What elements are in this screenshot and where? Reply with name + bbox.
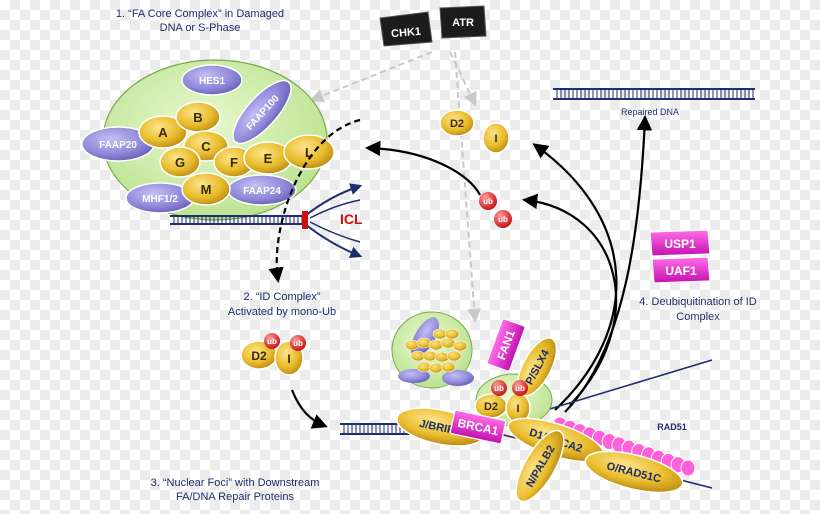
faap24-protein: FAAP24 <box>227 174 297 206</box>
rad51-label: RAD51 <box>657 422 687 432</box>
core-subunit-mini <box>452 340 468 352</box>
repaired-dna-strand <box>553 88 755 100</box>
core-subunit-mini <box>440 361 456 373</box>
core-subunit-mini <box>444 328 460 340</box>
free-d2-protein: D2 <box>439 109 475 137</box>
uaf1-protein: UAF1 <box>651 256 711 284</box>
rad51-bead <box>680 459 696 477</box>
free-i-protein: I <box>482 122 510 154</box>
core-subunit-mini <box>404 339 420 351</box>
step3-title-line2: FA/DNA Repair Proteins <box>176 491 294 503</box>
fanca-protein: A <box>138 115 188 149</box>
interstrand-crosslink-mark <box>302 211 308 229</box>
core-subunit-mini <box>428 339 444 351</box>
icl-label: ICL <box>340 211 363 227</box>
recycling-arrows <box>364 114 653 413</box>
foci-core-complex <box>391 311 474 389</box>
id-ub-1-label: ub <box>267 337 277 346</box>
mhf-label: MHF1/2 <box>142 194 178 205</box>
hes1-label: HES1 <box>199 76 226 87</box>
atr-label: ATR <box>452 17 474 29</box>
repaired-dna-label: Repaired DNA <box>621 107 679 117</box>
l-label: L <box>305 145 313 160</box>
free-ub-2-label: ub <box>498 215 508 224</box>
m-label: M <box>201 182 212 197</box>
free-i-label: I <box>494 133 497 145</box>
step3-title-line1: 3. “Nuclear Foci” with Downstream <box>151 477 320 489</box>
fance-protein: E <box>243 141 293 175</box>
id-complex-activated: D2 I ub ub <box>240 333 306 376</box>
damaged-dna-strand <box>170 183 363 259</box>
foci-id-complex: D2 I ub ub <box>474 380 531 424</box>
id-ub-2-label: ub <box>293 339 303 348</box>
brca1-protein: BRCA1 <box>449 409 507 445</box>
hes1-protein: HES1 <box>181 64 243 96</box>
fancl-protein: L <box>283 134 335 170</box>
step4-title-line1: 4. Deubiquitination of ID <box>639 296 756 308</box>
free-ub-2: ub <box>494 210 512 228</box>
core-subunit-mini <box>416 337 432 349</box>
step2-title-line1: 2. “ID Complex” <box>243 291 320 303</box>
b-label: B <box>193 110 202 125</box>
foci-ub-2-label: ub <box>515 384 525 393</box>
f-label: F <box>230 155 238 170</box>
usp1-protein: USP1 <box>649 229 711 257</box>
usp1-label: USP1 <box>664 237 696 251</box>
o-rad51c-protein: O/RAD51C <box>584 450 684 494</box>
foci-i-label: I <box>516 403 519 415</box>
foci-d2-label: D2 <box>484 401 498 413</box>
free-d2-label: D2 <box>450 118 464 130</box>
chk1-kinase: CHK1 <box>379 11 433 47</box>
fancg-protein: G <box>159 146 201 178</box>
step1-title-line1: 1. “FA Core Complex” in Damaged <box>116 8 284 20</box>
free-ub-1-label: ub <box>483 197 493 206</box>
id-d2-label: D2 <box>251 349 267 363</box>
step1-title-line2: DNA or S-Phase <box>160 22 241 34</box>
fancm-protein: M <box>181 172 231 206</box>
foci-arrow <box>290 389 328 429</box>
kinase-signal-arrows <box>309 51 482 323</box>
faap20-label: FAAP20 <box>99 140 137 151</box>
core-subunit-mini <box>446 350 462 362</box>
faap24-label: FAAP24 <box>243 186 281 197</box>
id-i-label: I <box>287 352 290 366</box>
step2-title-line2: Activated by mono-Ub <box>228 306 336 318</box>
g-label: G <box>175 155 185 170</box>
foci-ub-1-label: ub <box>494 384 504 393</box>
e-label: E <box>264 151 273 166</box>
free-ub-1: ub <box>479 192 497 210</box>
chk1-label: CHK1 <box>391 26 422 41</box>
fancb-protein: B <box>175 101 221 133</box>
a-label: A <box>158 125 168 140</box>
fan1-protein: FAN1 <box>486 318 526 372</box>
activation-dashed-arrow <box>268 118 361 284</box>
atr-kinase: ATR <box>439 5 487 39</box>
c-label: C <box>201 139 211 154</box>
uaf1-label: UAF1 <box>665 264 697 278</box>
step4-title-line2: Complex <box>676 311 720 323</box>
